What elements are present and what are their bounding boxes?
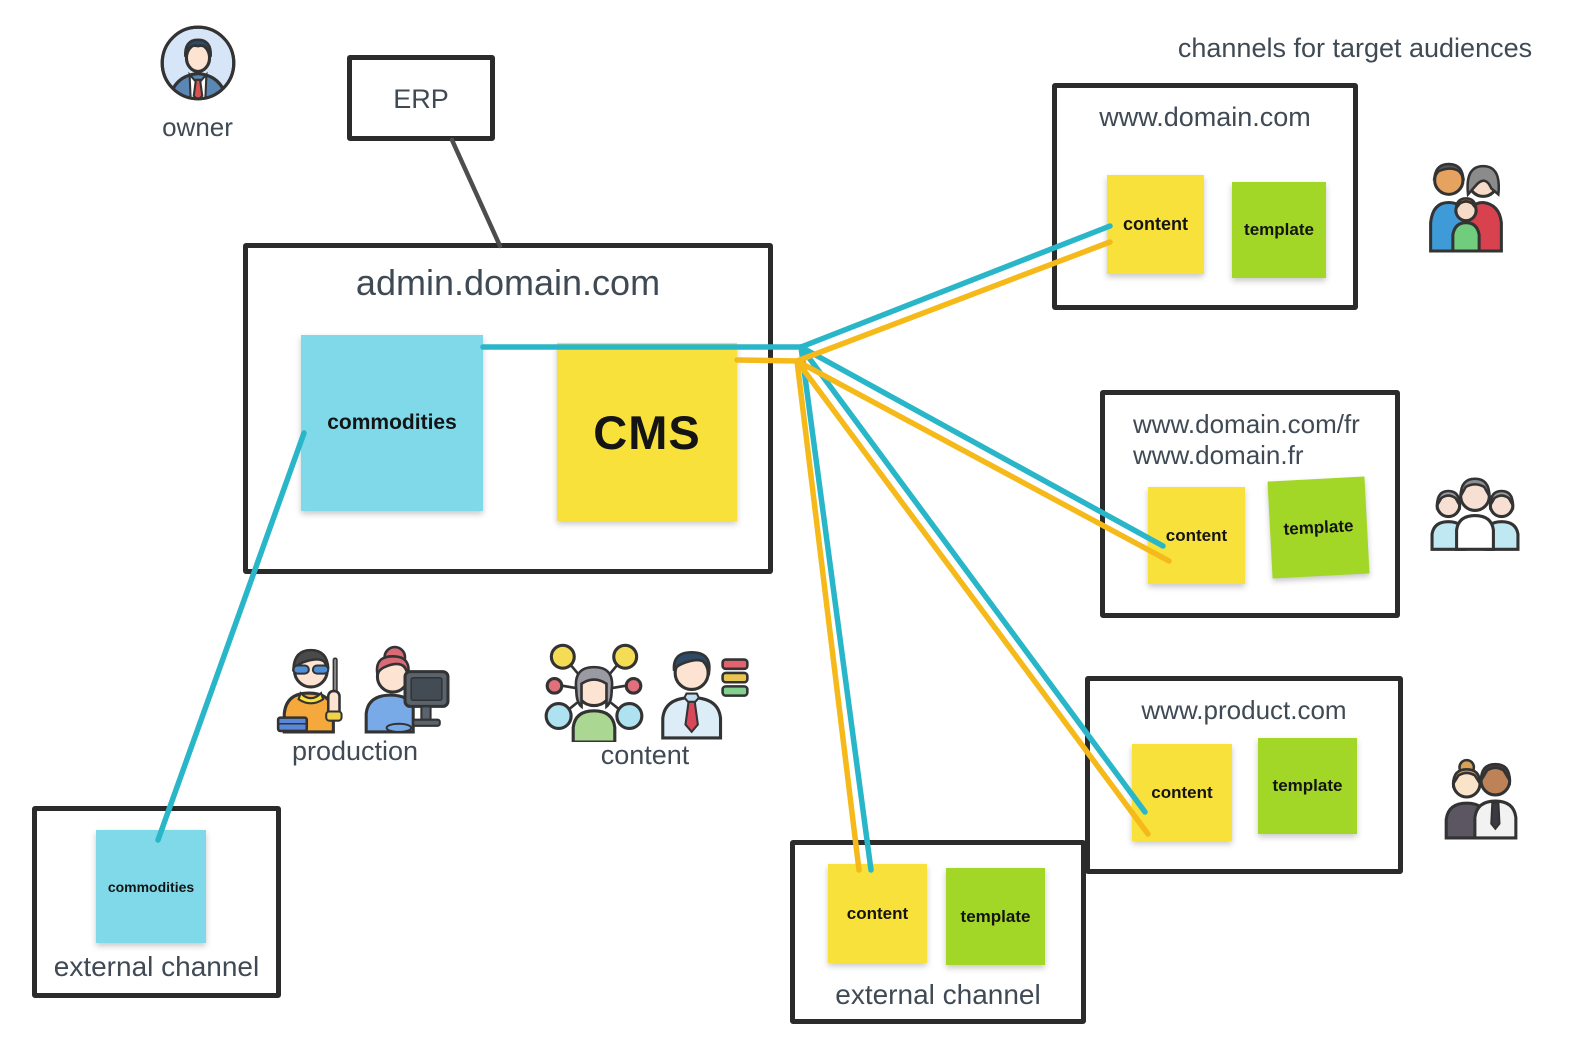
channel-product-title: www.product.com bbox=[1141, 695, 1347, 725]
connector-teal-external-center bbox=[798, 344, 874, 873]
channel-domain-fr-title-line1: www.domain.com/fr bbox=[1133, 409, 1360, 439]
admin-cms-note: CMS bbox=[557, 343, 737, 521]
technician-icon bbox=[276, 644, 358, 734]
admin-domain-title: admin.domain.com bbox=[355, 262, 661, 303]
production-label: production bbox=[291, 736, 419, 766]
seniors-audience-icon bbox=[1430, 474, 1520, 552]
business-duo-icon bbox=[1440, 756, 1520, 840]
external-channel-center-label: external channel bbox=[835, 979, 1041, 1010]
designer-at-monitor-icon bbox=[358, 644, 450, 734]
family-audience-icon bbox=[1424, 158, 1508, 254]
channel-domain-fr-content-note: content bbox=[1148, 487, 1245, 584]
channel-product-content-note: content bbox=[1132, 744, 1232, 841]
erp-box: ERP bbox=[347, 55, 495, 141]
channel-domain-title: www.domain.com bbox=[1099, 102, 1311, 132]
erp-label: ERP bbox=[393, 84, 449, 114]
channel-domain-content-note: content bbox=[1107, 175, 1204, 274]
editor-with-list-icon bbox=[656, 642, 750, 740]
channel-domain-template-note: template bbox=[1232, 182, 1326, 278]
content-team-label: content bbox=[600, 740, 690, 770]
external-channel-template-note: template bbox=[946, 868, 1045, 965]
owner-label: owner bbox=[162, 112, 233, 142]
external-channel-left-label: external channel bbox=[53, 951, 260, 982]
channel-domain-fr-title-line2: www.domain.fr bbox=[1133, 440, 1304, 470]
external-channel-content-note: content bbox=[828, 864, 927, 963]
channels-heading: channels for target audiences bbox=[1177, 33, 1533, 63]
network-person-icon bbox=[542, 638, 646, 744]
admin-commodities-note: commodities bbox=[301, 335, 483, 511]
external-channel-commodities-note: commodities bbox=[96, 830, 206, 943]
connector-yellow-external-center bbox=[794, 358, 862, 873]
connector-erp-to-admin bbox=[449, 137, 503, 249]
owner-avatar-icon bbox=[158, 23, 238, 103]
channel-product-template-note: template bbox=[1258, 738, 1357, 834]
channel-domain-fr-title: www.domain.com/fr www.domain.fr bbox=[1133, 409, 1360, 471]
channel-domain-fr-template-note: template bbox=[1267, 476, 1370, 579]
